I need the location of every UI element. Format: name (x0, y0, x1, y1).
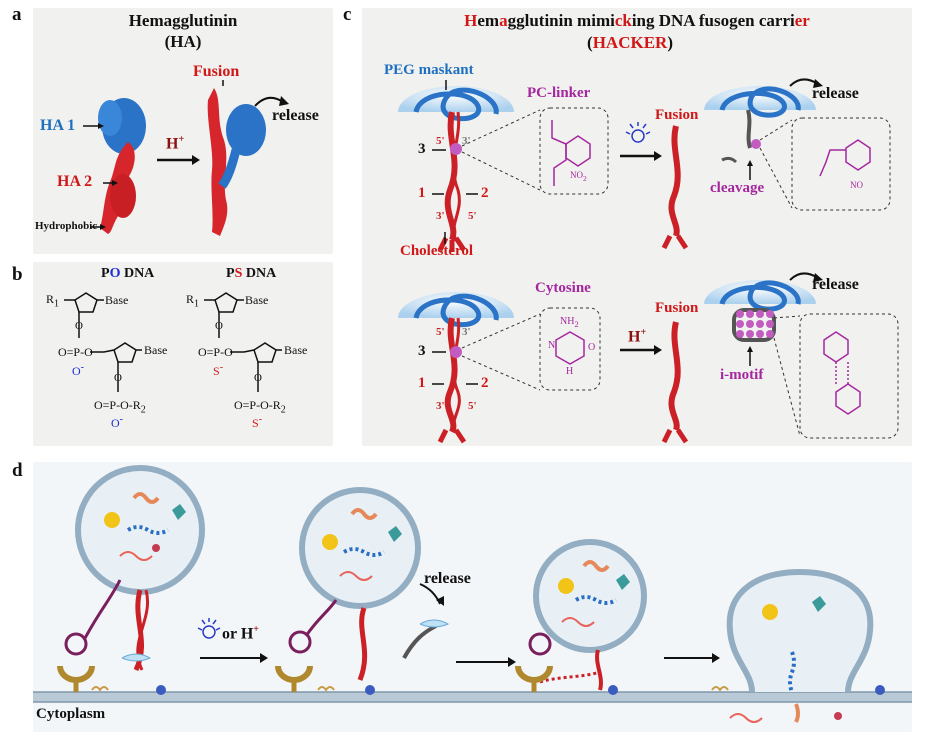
cytoplasm-label: Cytoplasm (36, 706, 106, 722)
panel-c-label: c (343, 4, 352, 25)
light-bulb-icon-c (625, 122, 651, 143)
ha-title-line1: Hemagglutinin (128, 11, 238, 30)
ps-linker-2: O=P-O-R2 (234, 398, 286, 416)
d-or-h-label: or H+ (222, 624, 259, 643)
fused-vesicle (726, 568, 874, 723)
cytosine-label: Cytosine (535, 280, 591, 296)
ps-s-minus-2: S- (252, 414, 263, 430)
pc-five-prime: 5' (436, 135, 445, 147)
po-o-1: O (75, 320, 83, 332)
pc-strand-2: 2 (481, 185, 489, 201)
cleavage-label: cleavage (710, 180, 765, 196)
cytosine-h: H (566, 366, 574, 377)
imotif-label: i-motif (720, 367, 764, 383)
peg-maskant-label: PEG maskant (384, 62, 474, 78)
ps-linker-1: O=P-O (198, 345, 233, 359)
po-r1: R1 (46, 292, 60, 310)
cy-five-prime: 5' (436, 326, 445, 338)
ps-base-2: Base (284, 343, 308, 357)
hydrophobic-label: Hydrophobic (35, 220, 98, 232)
vesicle-2 (299, 487, 421, 609)
hacker-cytosine-construct (398, 292, 601, 444)
po-dna-title: PO DNA (101, 266, 155, 281)
receptor-2 (275, 599, 338, 692)
hacker-subtitle: (HACKER) (587, 33, 673, 52)
ha2-label: HA 2 (57, 173, 93, 190)
ha-protein-prefusion (98, 98, 146, 234)
ha-protein-fusion (207, 88, 266, 236)
ps-dna-title: PS DNA (226, 266, 277, 281)
cytosine-n: N (548, 340, 556, 351)
po-o-minus-2: O- (111, 414, 124, 430)
ha-fusion-label: Fusion (193, 63, 240, 80)
d-release-label: release (424, 570, 471, 587)
cy-bottom-five: 5' (468, 400, 477, 412)
ha1-label: HA 1 (40, 117, 76, 134)
po-base-1: Base (105, 293, 129, 307)
ha-release-label: release (272, 107, 319, 124)
pc-strand-1: 1 (418, 185, 426, 201)
light-bulb-icon-d (197, 618, 221, 639)
ps-o-1: O (215, 320, 223, 332)
cytosine-nh2: NH2 (560, 316, 579, 329)
cell-membrane (33, 691, 912, 703)
hacker-title: Hemagglutinin mimicking DNA fusogen carr… (464, 11, 810, 30)
vesicle-1 (75, 465, 205, 595)
pc-three-prime: 3' (462, 135, 471, 147)
po-o-minus-1: O- (72, 362, 85, 378)
cy-strand-3: 3 (418, 343, 426, 359)
hacker-pc-cleaved (661, 78, 891, 250)
ps-o-2: O (254, 372, 262, 384)
c-hplus-label: H+ (628, 327, 647, 346)
po-linker-2: O=P-O-R2 (94, 398, 146, 416)
panel-d-label: d (12, 460, 23, 481)
cy-strand-1: 1 (418, 375, 426, 391)
hacker-pc-construct (398, 80, 609, 252)
pc-no: NO (850, 180, 863, 190)
vesicle-3 (533, 539, 647, 653)
panel-b (33, 262, 333, 446)
po-o-2: O (114, 372, 122, 384)
cy-three-prime: 3' (462, 326, 471, 338)
pc-fusion-label: Fusion (655, 107, 699, 123)
imotif-fusion-label: Fusion (655, 300, 699, 316)
cy-bottom-three: 3' (436, 400, 445, 412)
imotif-release-label: release (812, 276, 859, 293)
panel-a-label: a (12, 4, 22, 25)
pc-linker-label: PC-linker (527, 85, 591, 101)
cy-strand-2: 2 (481, 375, 489, 391)
receptor-3 (515, 632, 553, 692)
receptor-1 (57, 579, 122, 692)
hacker-imotif-construct (661, 272, 899, 444)
ha-hplus-label: H+ (166, 134, 185, 153)
pc-bottom-three: 3' (436, 210, 445, 222)
pc-release-label: release (812, 85, 859, 102)
pc-no2: NO2 (570, 170, 587, 183)
ps-r1: R1 (186, 292, 200, 310)
ps-s-minus-1: S- (213, 362, 224, 378)
pc-bottom-five: 5' (468, 210, 477, 222)
po-linker-1: O=P-O (58, 345, 93, 359)
cholesterol-label: Cholesterol (400, 243, 474, 259)
cytosine-o: O (588, 342, 596, 353)
panel-a (33, 8, 333, 254)
ha-title-line2: (HA) (164, 32, 202, 51)
po-base-2: Base (144, 343, 168, 357)
panel-b-label: b (12, 264, 23, 285)
ps-base-1: Base (245, 293, 269, 307)
pc-strand-3: 3 (418, 141, 426, 157)
